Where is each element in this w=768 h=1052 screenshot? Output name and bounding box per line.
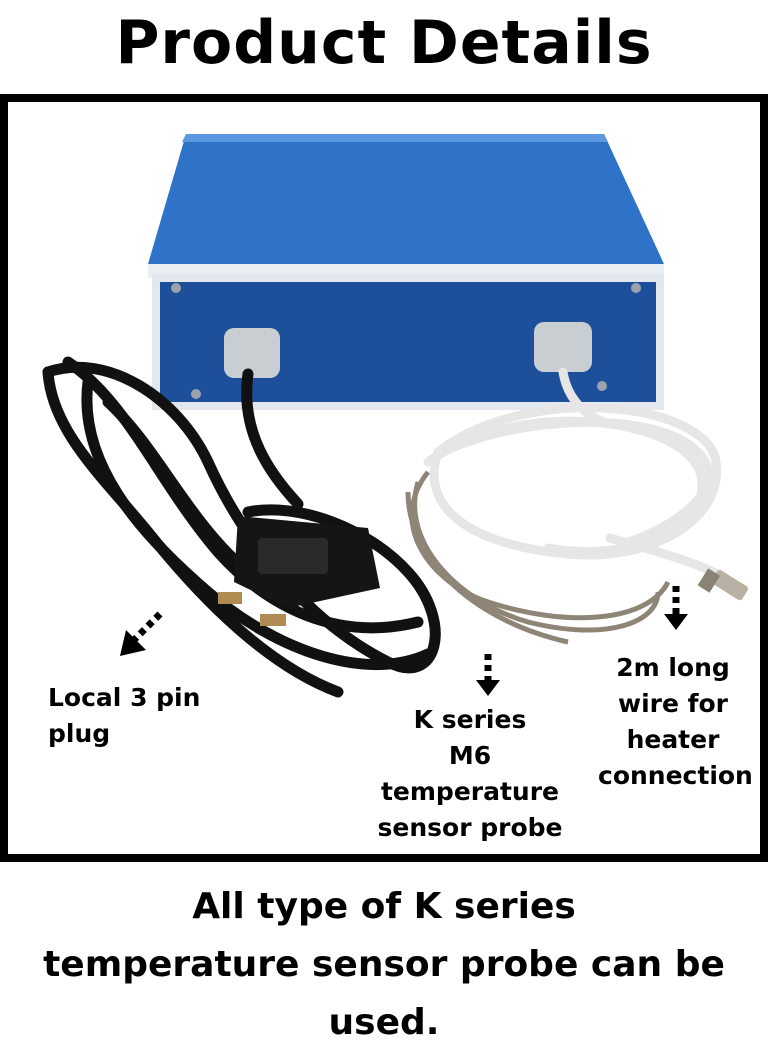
label-line: wire for [617,689,729,718]
label-line: connection [598,761,753,790]
label-local-plug: Local 3 pin plug [48,680,200,752]
footer-line-1: All type of K series [192,886,576,927]
probe-cable-white [423,367,733,585]
footer-line-2: temperature sensor probe can be used. [43,944,725,1043]
arrow-probe [476,654,500,696]
cable-gland-right [534,322,592,372]
label-line: Local 3 pin [48,683,201,712]
product-photo [42,134,749,698]
box-top [148,134,664,264]
label-heater-wire: 2m long wire for heater connection [598,650,753,794]
cable-gland-left [224,328,280,378]
label-line: temperature [380,777,560,806]
label-line: 2m long [616,653,730,682]
label-line: heater [626,725,720,754]
label-line: M6 [448,741,492,770]
probe-cable-metal [405,470,671,645]
arrow-plug [120,611,163,656]
label-line: sensor probe [377,813,563,842]
page-title: Product Details [115,8,653,78]
label-line: K series [413,705,527,734]
plug [218,516,380,626]
label-line: plug [48,719,111,748]
power-cable [42,356,441,698]
product-photo-frame: Local 3 pin plug K series M6 temperature… [0,94,768,862]
label-k-series-probe: K series M6 temperature sensor probe [370,702,570,846]
arrow-wire [664,586,688,630]
footer-caption: All type of K series temperature sensor … [0,878,768,1052]
probe-tip [697,568,749,601]
